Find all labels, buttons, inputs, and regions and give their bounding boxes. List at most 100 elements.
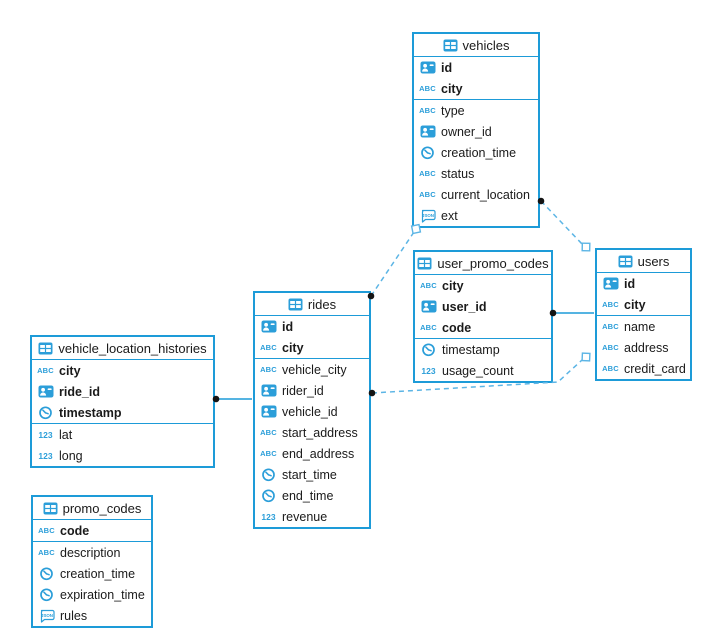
field-type-icon-wrap: 123 [419, 366, 438, 376]
field-name: vehicle_id [282, 404, 338, 419]
field-type-icon-wrap: ABC [259, 365, 278, 374]
field-row-id: id [255, 316, 369, 337]
time-type-icon [422, 343, 435, 357]
table-icon-wrap [618, 255, 633, 268]
field-name: usage_count [442, 363, 514, 378]
field-type-icon-wrap: ABC [37, 526, 56, 535]
field-row-creation_time: creation_time [33, 563, 151, 584]
field-type-icon-wrap: ABC [418, 169, 437, 178]
field-row-city: ABC city [255, 337, 369, 358]
table-header: vehicle_location_histories [32, 337, 213, 360]
field-row-end_time: end_time [255, 485, 369, 506]
time-type-icon [262, 468, 275, 482]
svg-text:JSON: JSON [41, 613, 53, 618]
field-row-id: id [414, 57, 538, 78]
field-type-icon-wrap: ABC [37, 548, 56, 557]
field-type-icon-wrap [601, 277, 620, 290]
field-row-vehicle_id: vehicle_id [255, 401, 369, 422]
text-type-icon: ABC [38, 526, 55, 535]
field-name: start_address [282, 425, 358, 440]
field-type-icon-wrap: ABC [601, 364, 620, 373]
number-type-icon: 123 [421, 365, 436, 376]
field-type-icon-wrap: ABC [259, 449, 278, 458]
text-type-icon: ABC [602, 364, 619, 373]
field-name: creation_time [441, 145, 517, 160]
field-type-icon-wrap [259, 405, 278, 418]
field-type-icon-wrap [418, 125, 437, 138]
field-name: type [441, 103, 465, 118]
field-name: revenue [282, 509, 328, 524]
field-type-icon-wrap [259, 467, 278, 482]
table-icon-wrap [443, 39, 458, 52]
field-name: start_time [282, 467, 337, 482]
field-name: long [59, 448, 83, 463]
field-name: city [59, 363, 81, 378]
id-badge-icon [261, 384, 276, 397]
field-name: city [282, 340, 304, 355]
table-header: rides [255, 293, 369, 316]
table-header: user_promo_codes [415, 252, 551, 275]
field-row-owner_id: owner_id [414, 121, 538, 142]
field-row-creation_time: creation_time [414, 142, 538, 163]
field-row-end_address: ABC end_address [255, 443, 369, 464]
field-name: lat [59, 427, 73, 442]
time-type-icon [262, 489, 275, 503]
field-name: id [282, 319, 294, 334]
table-icon [38, 342, 53, 354]
field-name: end_address [282, 446, 355, 461]
json-type-icon: JSON [421, 209, 436, 223]
json-type-icon: JSON [40, 609, 55, 623]
time-type-icon [421, 146, 434, 160]
table-icon-wrap [43, 502, 58, 515]
text-type-icon: ABC [420, 323, 437, 332]
field-row-start_time: start_time [255, 464, 369, 485]
svg-text:JSON: JSON [422, 213, 434, 218]
text-type-icon: ABC [260, 365, 277, 374]
field-row-expiration_time: expiration_time [33, 584, 151, 605]
table-icon [43, 502, 58, 514]
field-type-icon-wrap [36, 385, 55, 398]
field-type-icon-wrap [259, 488, 278, 503]
field-name: ride_id [59, 384, 100, 399]
field-name: expiration_time [60, 587, 145, 602]
field-name: current_location [441, 187, 530, 202]
text-type-icon: ABC [419, 84, 436, 93]
field-type-icon-wrap: ABC [259, 343, 278, 352]
text-type-icon: ABC [602, 322, 619, 331]
relationship-vehicle_location_histories-to-rides [212, 395, 252, 403]
field-row-rules: JSON rules [33, 605, 151, 626]
table-header: promo_codes [33, 497, 151, 520]
field-type-icon-wrap: ABC [259, 428, 278, 437]
text-type-icon: ABC [419, 169, 436, 178]
text-type-icon: ABC [602, 343, 619, 352]
id-badge-icon [38, 385, 53, 398]
id-badge-icon [261, 320, 276, 333]
field-type-icon-wrap [259, 384, 278, 397]
time-type-icon [40, 567, 53, 581]
field-name: timestamp [442, 342, 500, 357]
field-name: creation_time [60, 566, 136, 581]
table-icon-wrap [417, 257, 432, 270]
field-row-ride_id: ride_id [32, 381, 213, 402]
field-type-icon-wrap [37, 587, 56, 602]
table-icon [417, 257, 432, 269]
field-type-icon-wrap: ABC [601, 300, 620, 309]
table-icon-wrap [38, 342, 53, 355]
field-row-id: id [597, 273, 690, 294]
field-name: name [624, 319, 656, 334]
field-name: rider_id [282, 383, 324, 398]
field-name: city [442, 278, 464, 293]
field-row-usage_count: 123 usage_count [415, 360, 551, 381]
field-name: rules [60, 608, 88, 623]
